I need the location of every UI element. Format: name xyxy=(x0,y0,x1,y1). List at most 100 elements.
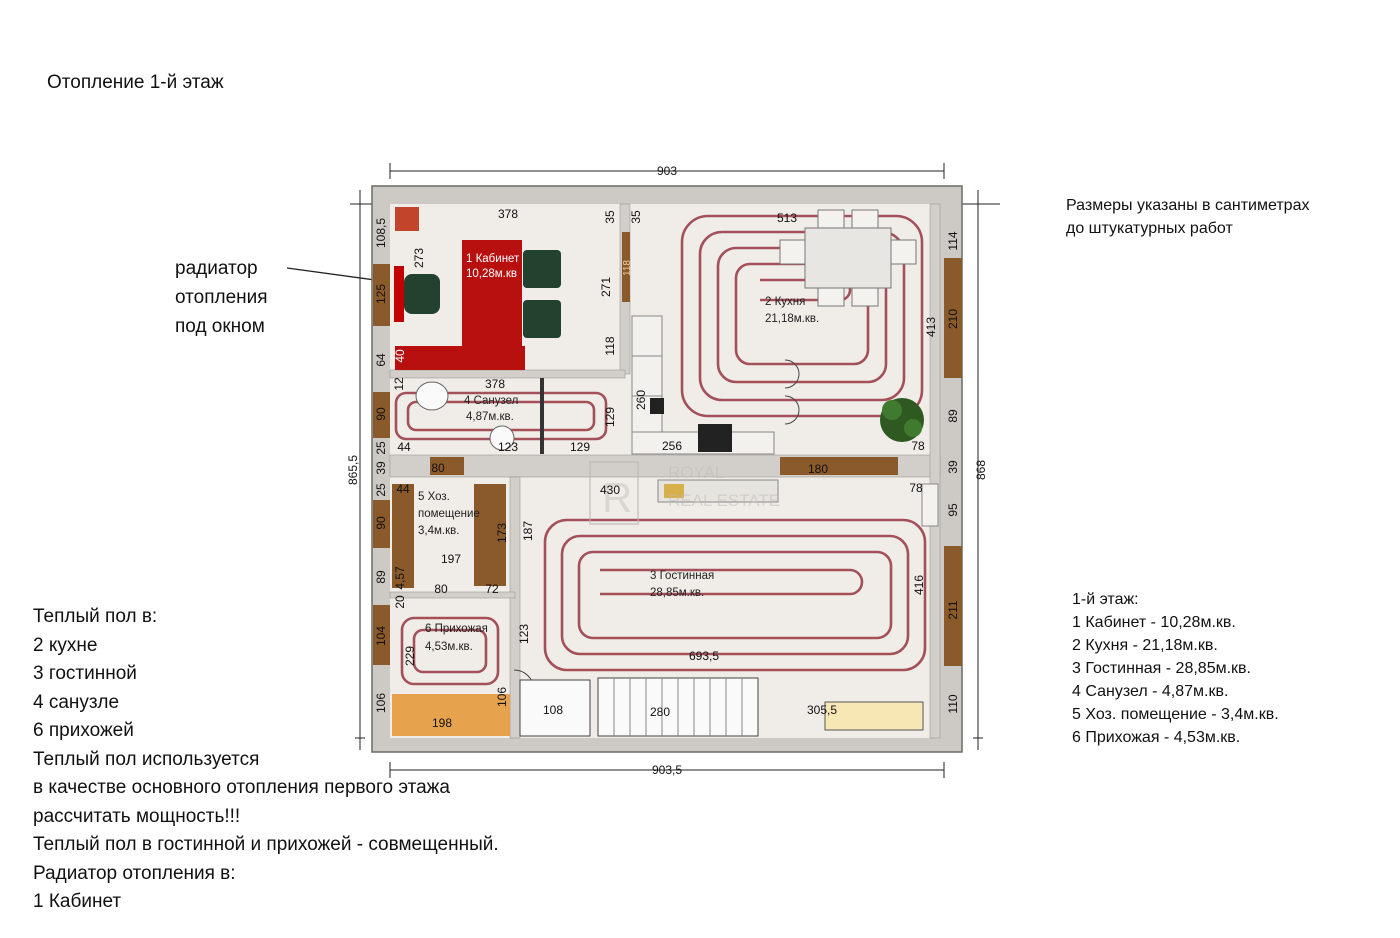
bathroom-area: 4,87м.кв. xyxy=(466,411,514,423)
dim-label: 39 xyxy=(946,460,960,474)
note-line: Теплый пол в: xyxy=(33,606,158,627)
wall-openings xyxy=(373,232,962,666)
note-line: рассчитать мощность!!! xyxy=(33,805,241,827)
utility-label-2: помещение xyxy=(418,508,480,520)
cabinet-furniture xyxy=(394,240,561,370)
dim-label: 64 xyxy=(374,353,388,367)
cabinet-area: 10,28м.кв xyxy=(466,268,517,280)
dim-label: 90 xyxy=(374,516,388,530)
dim-label: 114 xyxy=(946,231,960,250)
note-line: Теплый пол в гостинной и прихожей - совм… xyxy=(33,834,499,855)
dim-label: 72 xyxy=(485,582,499,596)
area-legend: 1-й этаж: 1 Кабинет - 10,28м.кв. 2 Кухня… xyxy=(1072,588,1279,749)
watermark: R ROYAL REAL ESTATE xyxy=(589,461,780,525)
watermark-logo-letter: R xyxy=(602,474,632,521)
legend-heading: 1-й этаж: xyxy=(1072,591,1139,608)
dimension-labels: 903 378 513 378 44 123 129 256 78 80 180… xyxy=(396,164,925,777)
kitchen-furniture xyxy=(631,209,939,527)
dim-label: 123 xyxy=(517,624,531,644)
dim-label: 197 xyxy=(441,552,461,566)
dim-label: 106 xyxy=(495,687,509,707)
dim-label: 430 xyxy=(600,483,620,497)
dim-left-total: 865,5 xyxy=(346,455,360,485)
page-title: Отопление 1-й этаж xyxy=(47,72,224,93)
dim-right-total: 868 xyxy=(974,460,988,480)
dim-label: 256 xyxy=(662,439,682,453)
dim-label: 125 xyxy=(374,284,388,304)
dim-label: 123 xyxy=(498,440,518,454)
room-labels: 1 Кабинет 10,28м.кв 2 Кухня 21,18м.кв. 4… xyxy=(418,253,819,653)
dim-label: 187 xyxy=(521,521,535,541)
dim-label: 513 xyxy=(777,211,797,225)
dim-label: 40 xyxy=(393,349,407,363)
dim-label: 129 xyxy=(603,407,617,427)
dim-label: 118 xyxy=(603,336,617,355)
note-line: 2 кухне xyxy=(33,634,98,656)
hallway-door xyxy=(392,694,510,736)
dim-label: 4,57 xyxy=(393,566,407,590)
utility-area: 3,4м.кв. xyxy=(418,525,459,537)
vertical-dimension-labels: 865,5 868 108,5 273 125 40 64 35 35 271 … xyxy=(346,210,988,714)
dim-label: 271 xyxy=(599,277,613,297)
dim-label: 378 xyxy=(485,377,505,391)
heating-notes: Теплый пол в: 2 кухне 3 гостинной 4 сану… xyxy=(33,603,499,917)
dimensions-note-line: Размеры указаны в сантиметрах xyxy=(1066,197,1310,214)
note-line: 6 прихожей xyxy=(33,720,134,741)
living-label: 3 Гостинная xyxy=(650,570,714,582)
dim-label: 416 xyxy=(912,575,926,595)
note-line: 3 гостинной xyxy=(33,663,137,684)
dim-label: 106 xyxy=(374,693,388,713)
dim-label: 78 xyxy=(909,481,923,495)
legend-item: 1 Кабинет - 10,28м.кв. xyxy=(1072,614,1236,631)
dim-label: 413 xyxy=(924,317,938,337)
underfloor-heating xyxy=(394,214,927,686)
dim-label: 273 xyxy=(412,248,426,268)
dim-label: 25 xyxy=(374,483,388,497)
dim-label: 35 xyxy=(603,210,617,224)
dim-label: 95 xyxy=(946,503,960,517)
staircase xyxy=(519,677,924,737)
dim-label: 305,5 xyxy=(807,703,837,717)
dim-label: 129 xyxy=(570,440,590,454)
living-area: 28,85м.кв. xyxy=(650,587,704,599)
dim-label: 108,5 xyxy=(374,218,388,248)
dim-label: 118 xyxy=(622,260,633,276)
dim-label: 90 xyxy=(374,407,388,421)
dimensions-note: Размеры указаны в сантиметрах до штукату… xyxy=(1066,194,1309,240)
legend-item: 4 Санузел - 4,87м.кв. xyxy=(1072,683,1229,700)
dim-label: 12 xyxy=(392,377,406,391)
note-line: 4 санузле xyxy=(33,691,120,713)
corner-block xyxy=(395,207,419,231)
note-line: в качестве основного отопления первого э… xyxy=(33,777,450,798)
dim-label: 78 xyxy=(911,439,925,453)
radiator-note-line: отопления xyxy=(175,287,268,308)
kitchen-label: 2 Кухня xyxy=(765,296,805,308)
dim-label: 80 xyxy=(434,582,448,596)
dim-label: 108 xyxy=(543,703,563,717)
kitchen-area: 21,18м.кв. xyxy=(765,313,819,325)
dim-label: 89 xyxy=(374,570,388,584)
dim-label: 693,5 xyxy=(689,649,719,663)
bathroom-label: 4 Санузел xyxy=(464,395,518,407)
dim-label: 173 xyxy=(495,523,509,543)
note-line: 1 Кабинет xyxy=(33,891,122,912)
dim-label: 39 xyxy=(374,461,388,475)
note-line: Теплый пол используется xyxy=(33,748,260,770)
legend-item: 3 Гостинная - 28,85м.кв. xyxy=(1072,660,1251,677)
legend-item: 2 Кухня - 21,18м.кв. xyxy=(1072,637,1218,654)
dim-label: 25 xyxy=(374,441,388,455)
dim-label: 104 xyxy=(374,626,388,646)
dim-label: 35 xyxy=(629,210,643,224)
dim-label: 198 xyxy=(432,716,452,730)
radiator-note-line: радиатор xyxy=(175,258,258,279)
note-line: Радиатор отопления в: xyxy=(33,862,236,884)
dim-top-total: 903 xyxy=(657,164,677,178)
watermark-line-1: ROYAL xyxy=(668,463,724,482)
bathroom-fixtures xyxy=(415,378,544,454)
dim-label: 211 xyxy=(946,600,960,619)
dim-label: 44 xyxy=(396,482,410,496)
hallway-area: 4,53м.кв. xyxy=(425,641,473,653)
utility-label: 5 Хоз. xyxy=(418,491,450,503)
dim-label: 229 xyxy=(403,646,417,666)
